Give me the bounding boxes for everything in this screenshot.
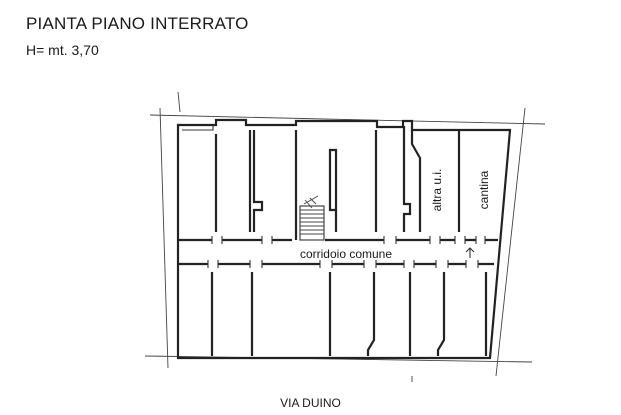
arrow-icon xyxy=(465,247,475,258)
stair xyxy=(299,195,325,241)
room-label-cantina: cantina xyxy=(477,170,491,209)
outer-wall xyxy=(176,118,512,360)
street-label: VIA DUINO xyxy=(280,396,341,410)
corridor-label: corridoio comune xyxy=(300,247,392,261)
upper-partitions xyxy=(214,126,461,240)
height-label: H= mt. 3,70 xyxy=(26,42,99,58)
corridor-walls xyxy=(178,236,498,268)
plan-title: PIANTA PIANO INTERRATO xyxy=(26,14,249,33)
lower-partitions xyxy=(210,272,488,356)
room-label-altra-ui: altra u.i. xyxy=(430,169,444,212)
